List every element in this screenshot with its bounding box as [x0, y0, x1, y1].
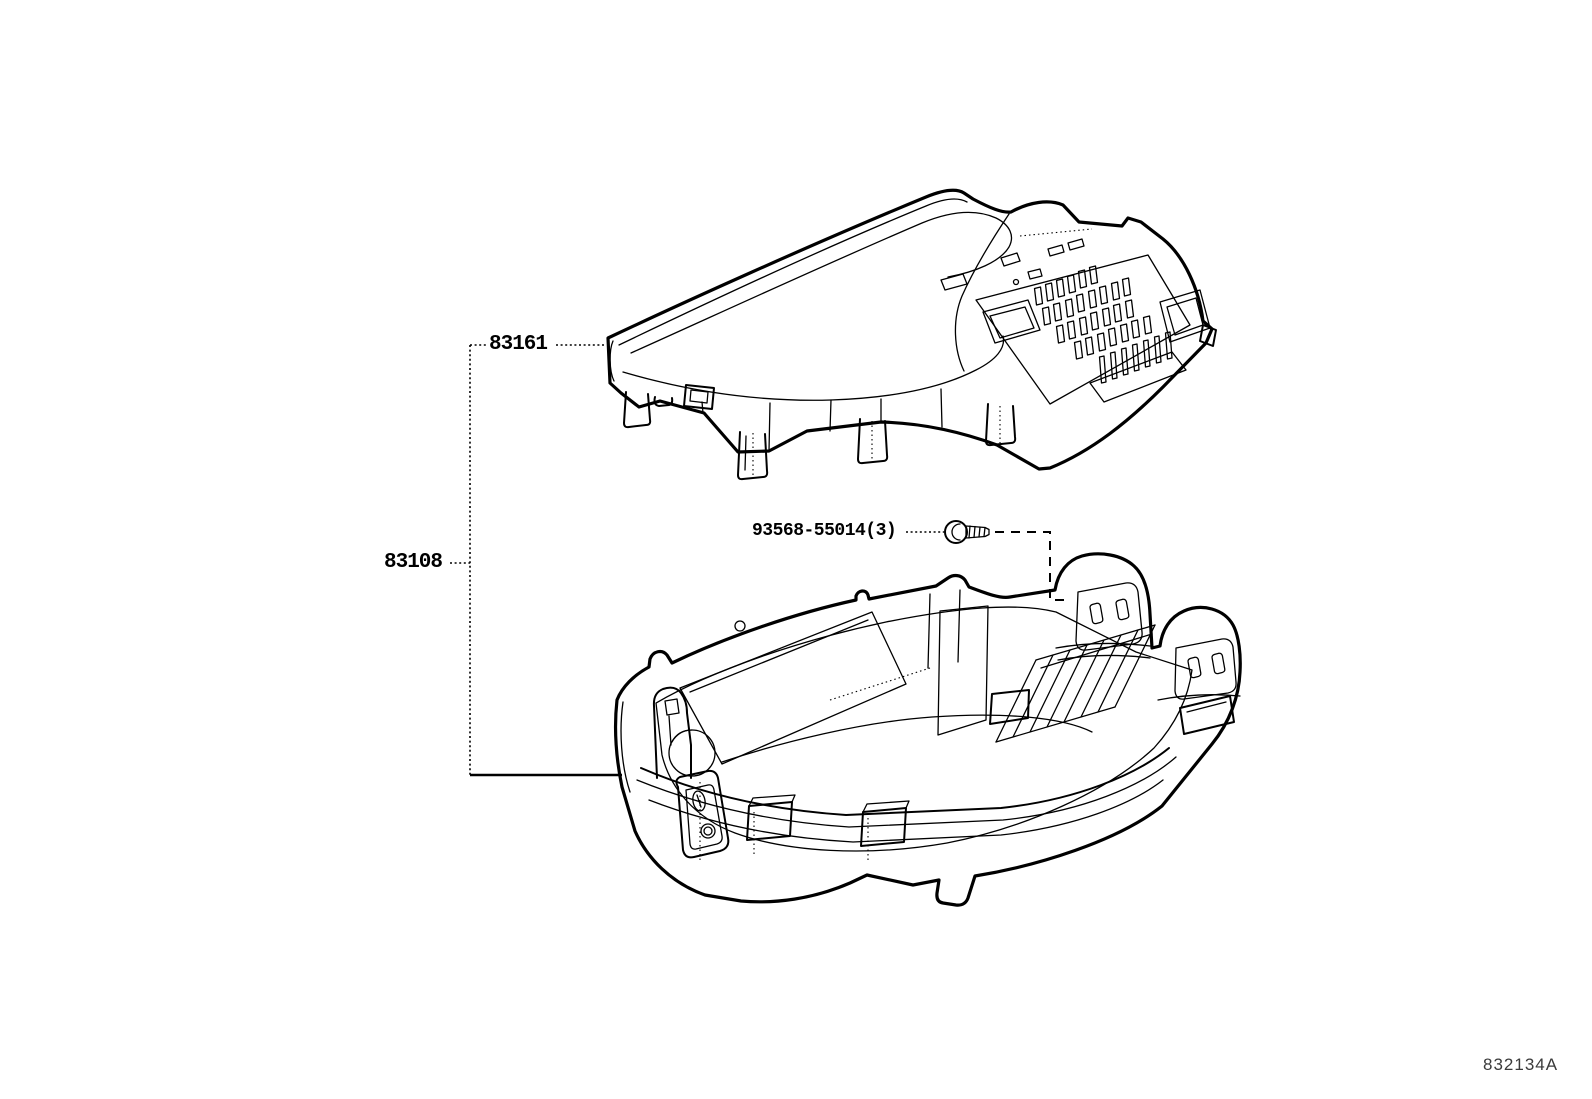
connector-panel — [940, 238, 1211, 405]
part-number-label-83161: 83161 — [489, 333, 548, 356]
connector-comb — [1089, 331, 1187, 403]
part-drawing-83161 — [606, 188, 1217, 481]
leader-screw-dashed — [995, 531, 1066, 601]
part-number-label-screw: 93568-55014(3) — [752, 521, 897, 541]
cover-clip-tabs — [623, 324, 1217, 481]
rib-fins — [995, 624, 1156, 743]
mounting-bracket-plate — [675, 769, 730, 859]
part-number-label-83108: 83108 — [384, 551, 443, 574]
part-drawing-83108 — [614, 552, 1242, 907]
rail-clips — [746, 689, 1030, 847]
diagram-code: 832134A — [1483, 1055, 1559, 1074]
mounting-ear — [1157, 638, 1241, 735]
leader-lines — [450, 344, 1066, 777]
screw-icon — [944, 520, 990, 544]
